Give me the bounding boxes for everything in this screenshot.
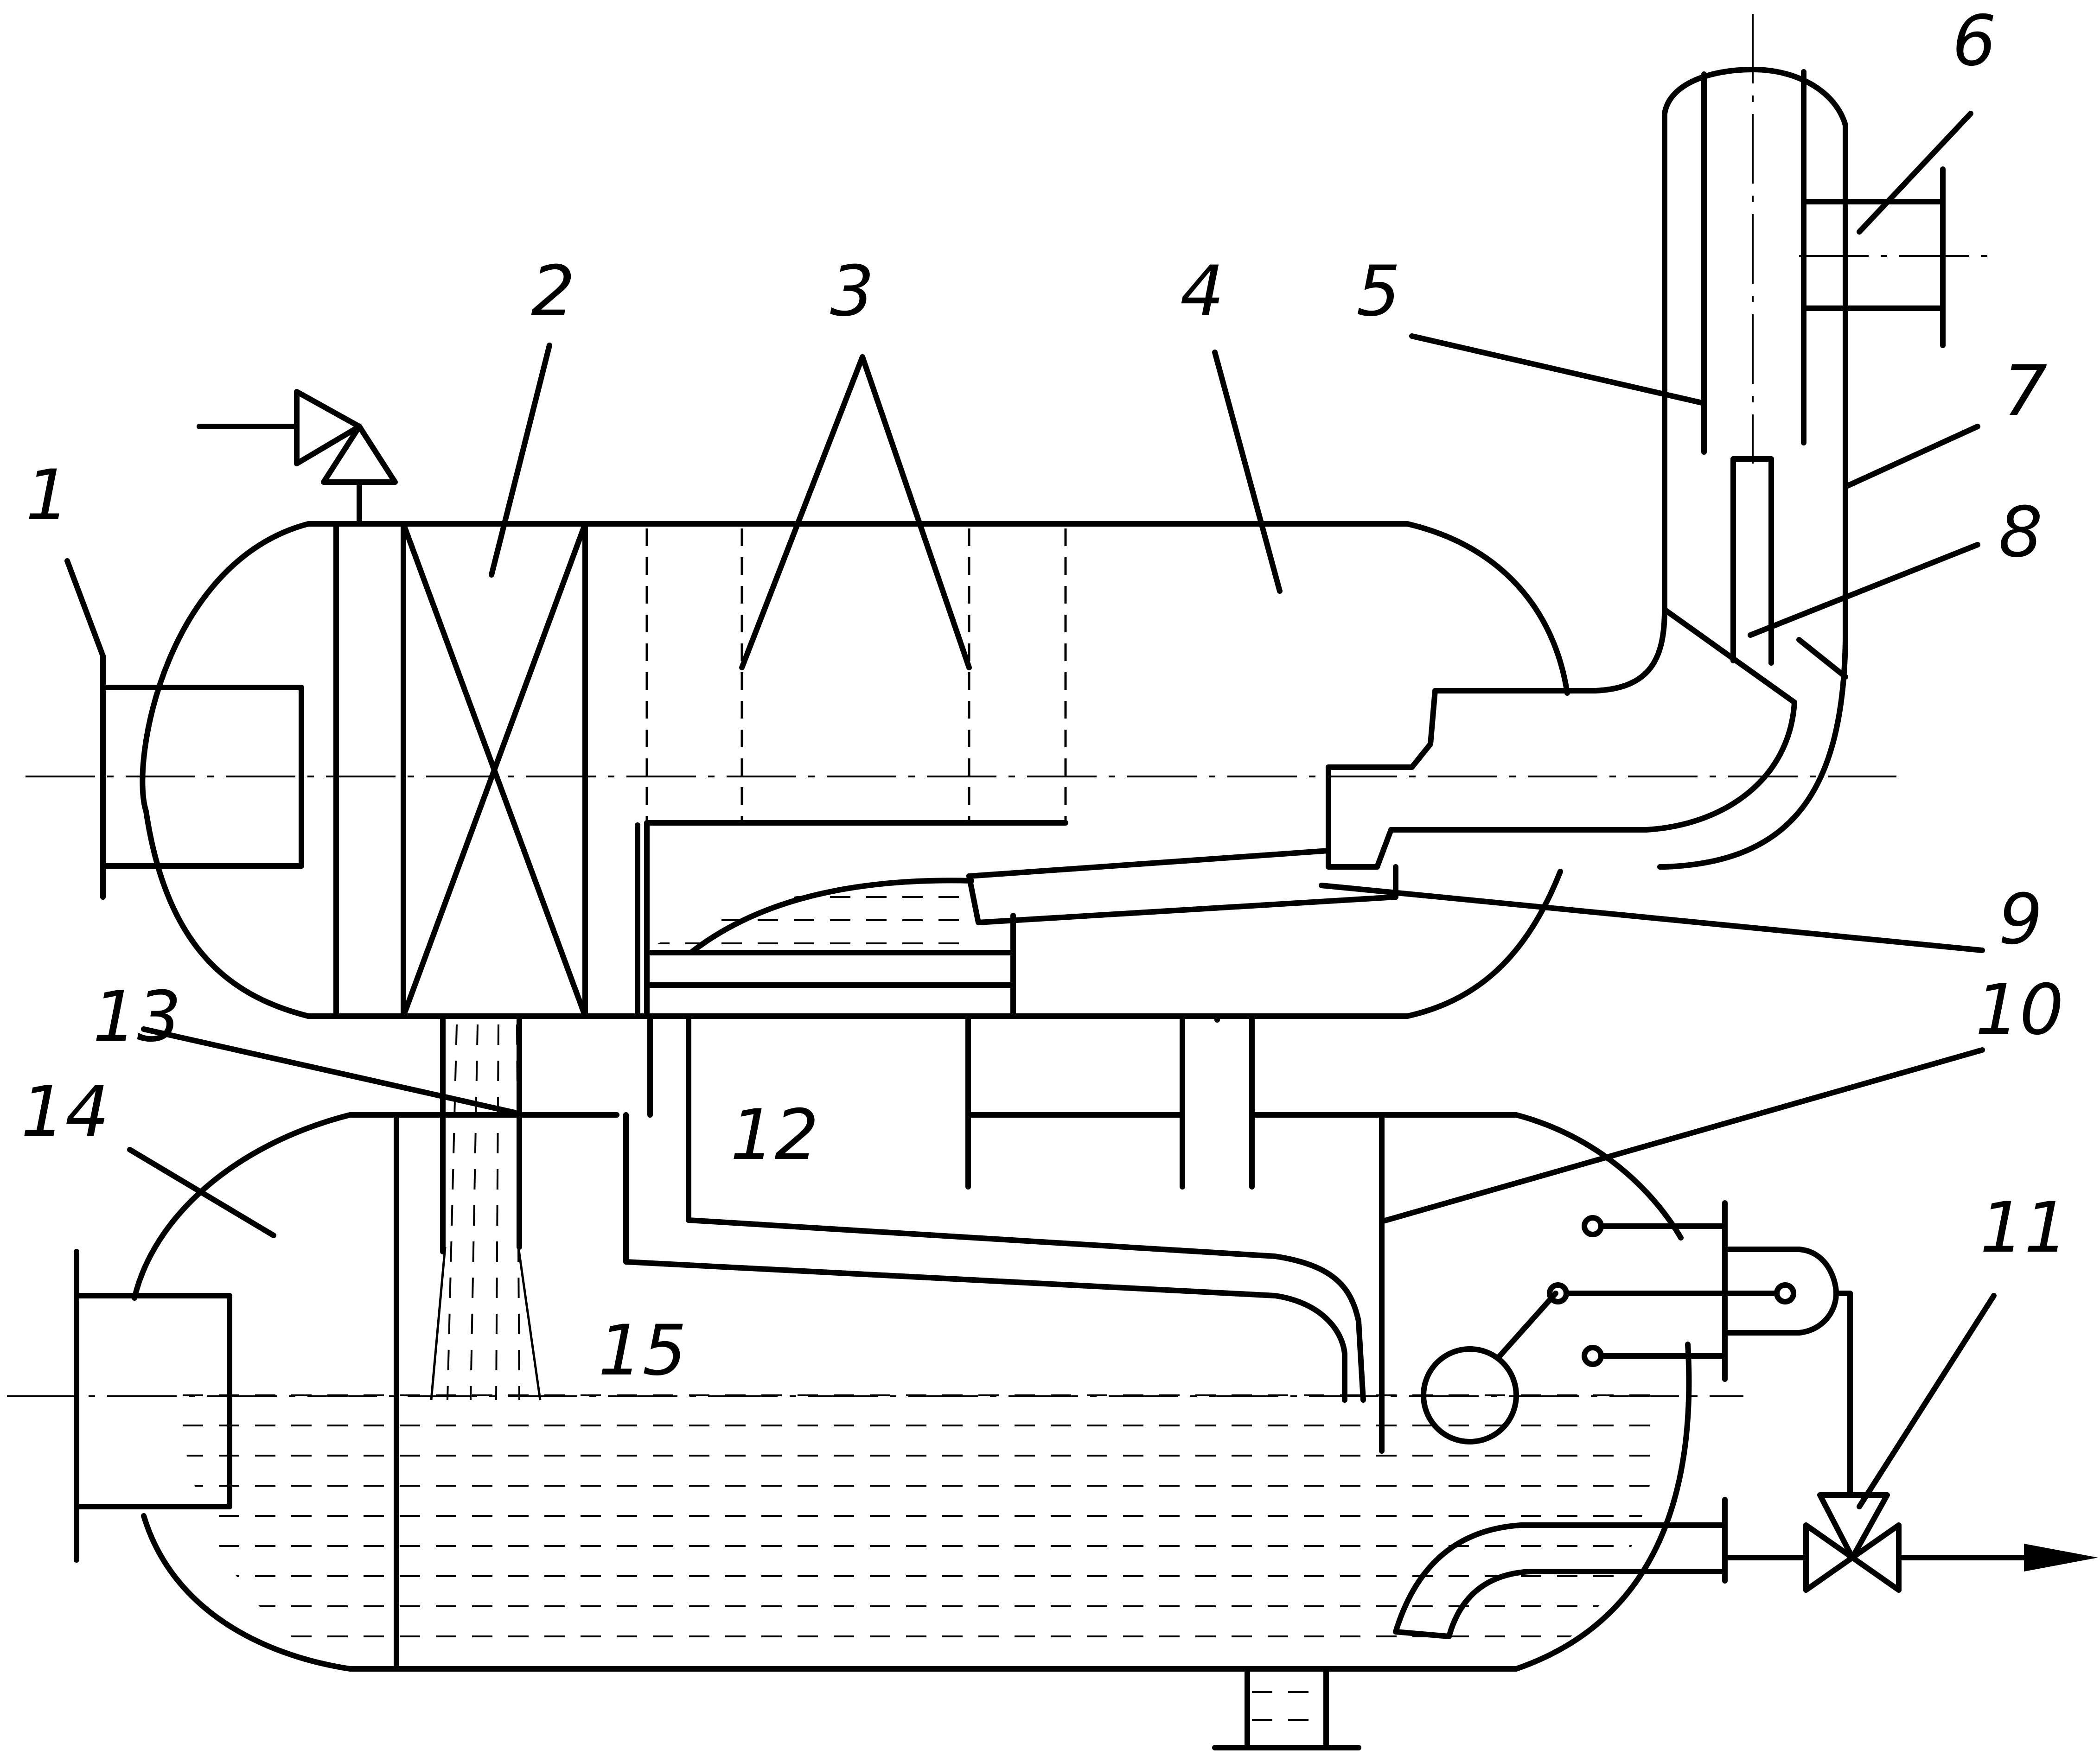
- gas-outlet-nozzle: [1801, 166, 1946, 348]
- liquid-hatching: [177, 1394, 1659, 1637]
- callout-3: 3: [830, 251, 874, 332]
- callout-12: 12: [730, 1095, 819, 1176]
- callout-9: 9: [1998, 879, 2043, 960]
- callout-1: 1: [26, 455, 70, 536]
- foam-edge-right: [517, 1247, 542, 1400]
- callout-13: 13: [93, 977, 181, 1057]
- internal-tray: [644, 820, 1068, 1019]
- lower-inlet-nozzle: [74, 1249, 232, 1563]
- foam-stream: [447, 1024, 520, 1400]
- pool-hatching: [649, 896, 971, 944]
- lower-vessel: [132, 1017, 1692, 1672]
- center-lines: [7, 14, 1994, 1397]
- drain-nozzle: [1212, 1666, 1361, 1750]
- riser-column: [1701, 69, 1848, 680]
- level-float-switch: [1421, 1200, 1853, 1498]
- callout-15: 15: [598, 1311, 687, 1391]
- callout-6: 6: [1952, 1, 1996, 82]
- callout-11: 11: [1980, 1188, 2068, 1268]
- inlet-nozzle: [100, 653, 304, 900]
- callout-4: 4: [1180, 251, 1224, 332]
- dashed-internals: [645, 528, 1067, 821]
- callout-10: 10: [1975, 970, 2064, 1050]
- demister-pack: [333, 521, 640, 1019]
- callout-14: 14: [21, 1072, 109, 1152]
- pool-surface: [688, 878, 974, 955]
- callout-5: 5: [1356, 251, 1400, 332]
- foam-edge-left: [430, 1247, 447, 1400]
- callout-7: 7: [2003, 351, 2047, 432]
- leader-lines: [64, 111, 1997, 1509]
- inlet-valve: [197, 389, 398, 527]
- callout-labels: 1 2 3 4 5 6 7 8 9 10 11 12 13 14 15: [21, 1, 2068, 1391]
- upper-vessel: [140, 521, 1570, 1019]
- liquid-outlet: [1393, 1492, 2098, 1639]
- connecting-pipes: [623, 1013, 1519, 1454]
- callout-8: 8: [1998, 492, 2043, 573]
- outlet-pipe: [966, 67, 1848, 925]
- callout-2: 2: [531, 251, 575, 332]
